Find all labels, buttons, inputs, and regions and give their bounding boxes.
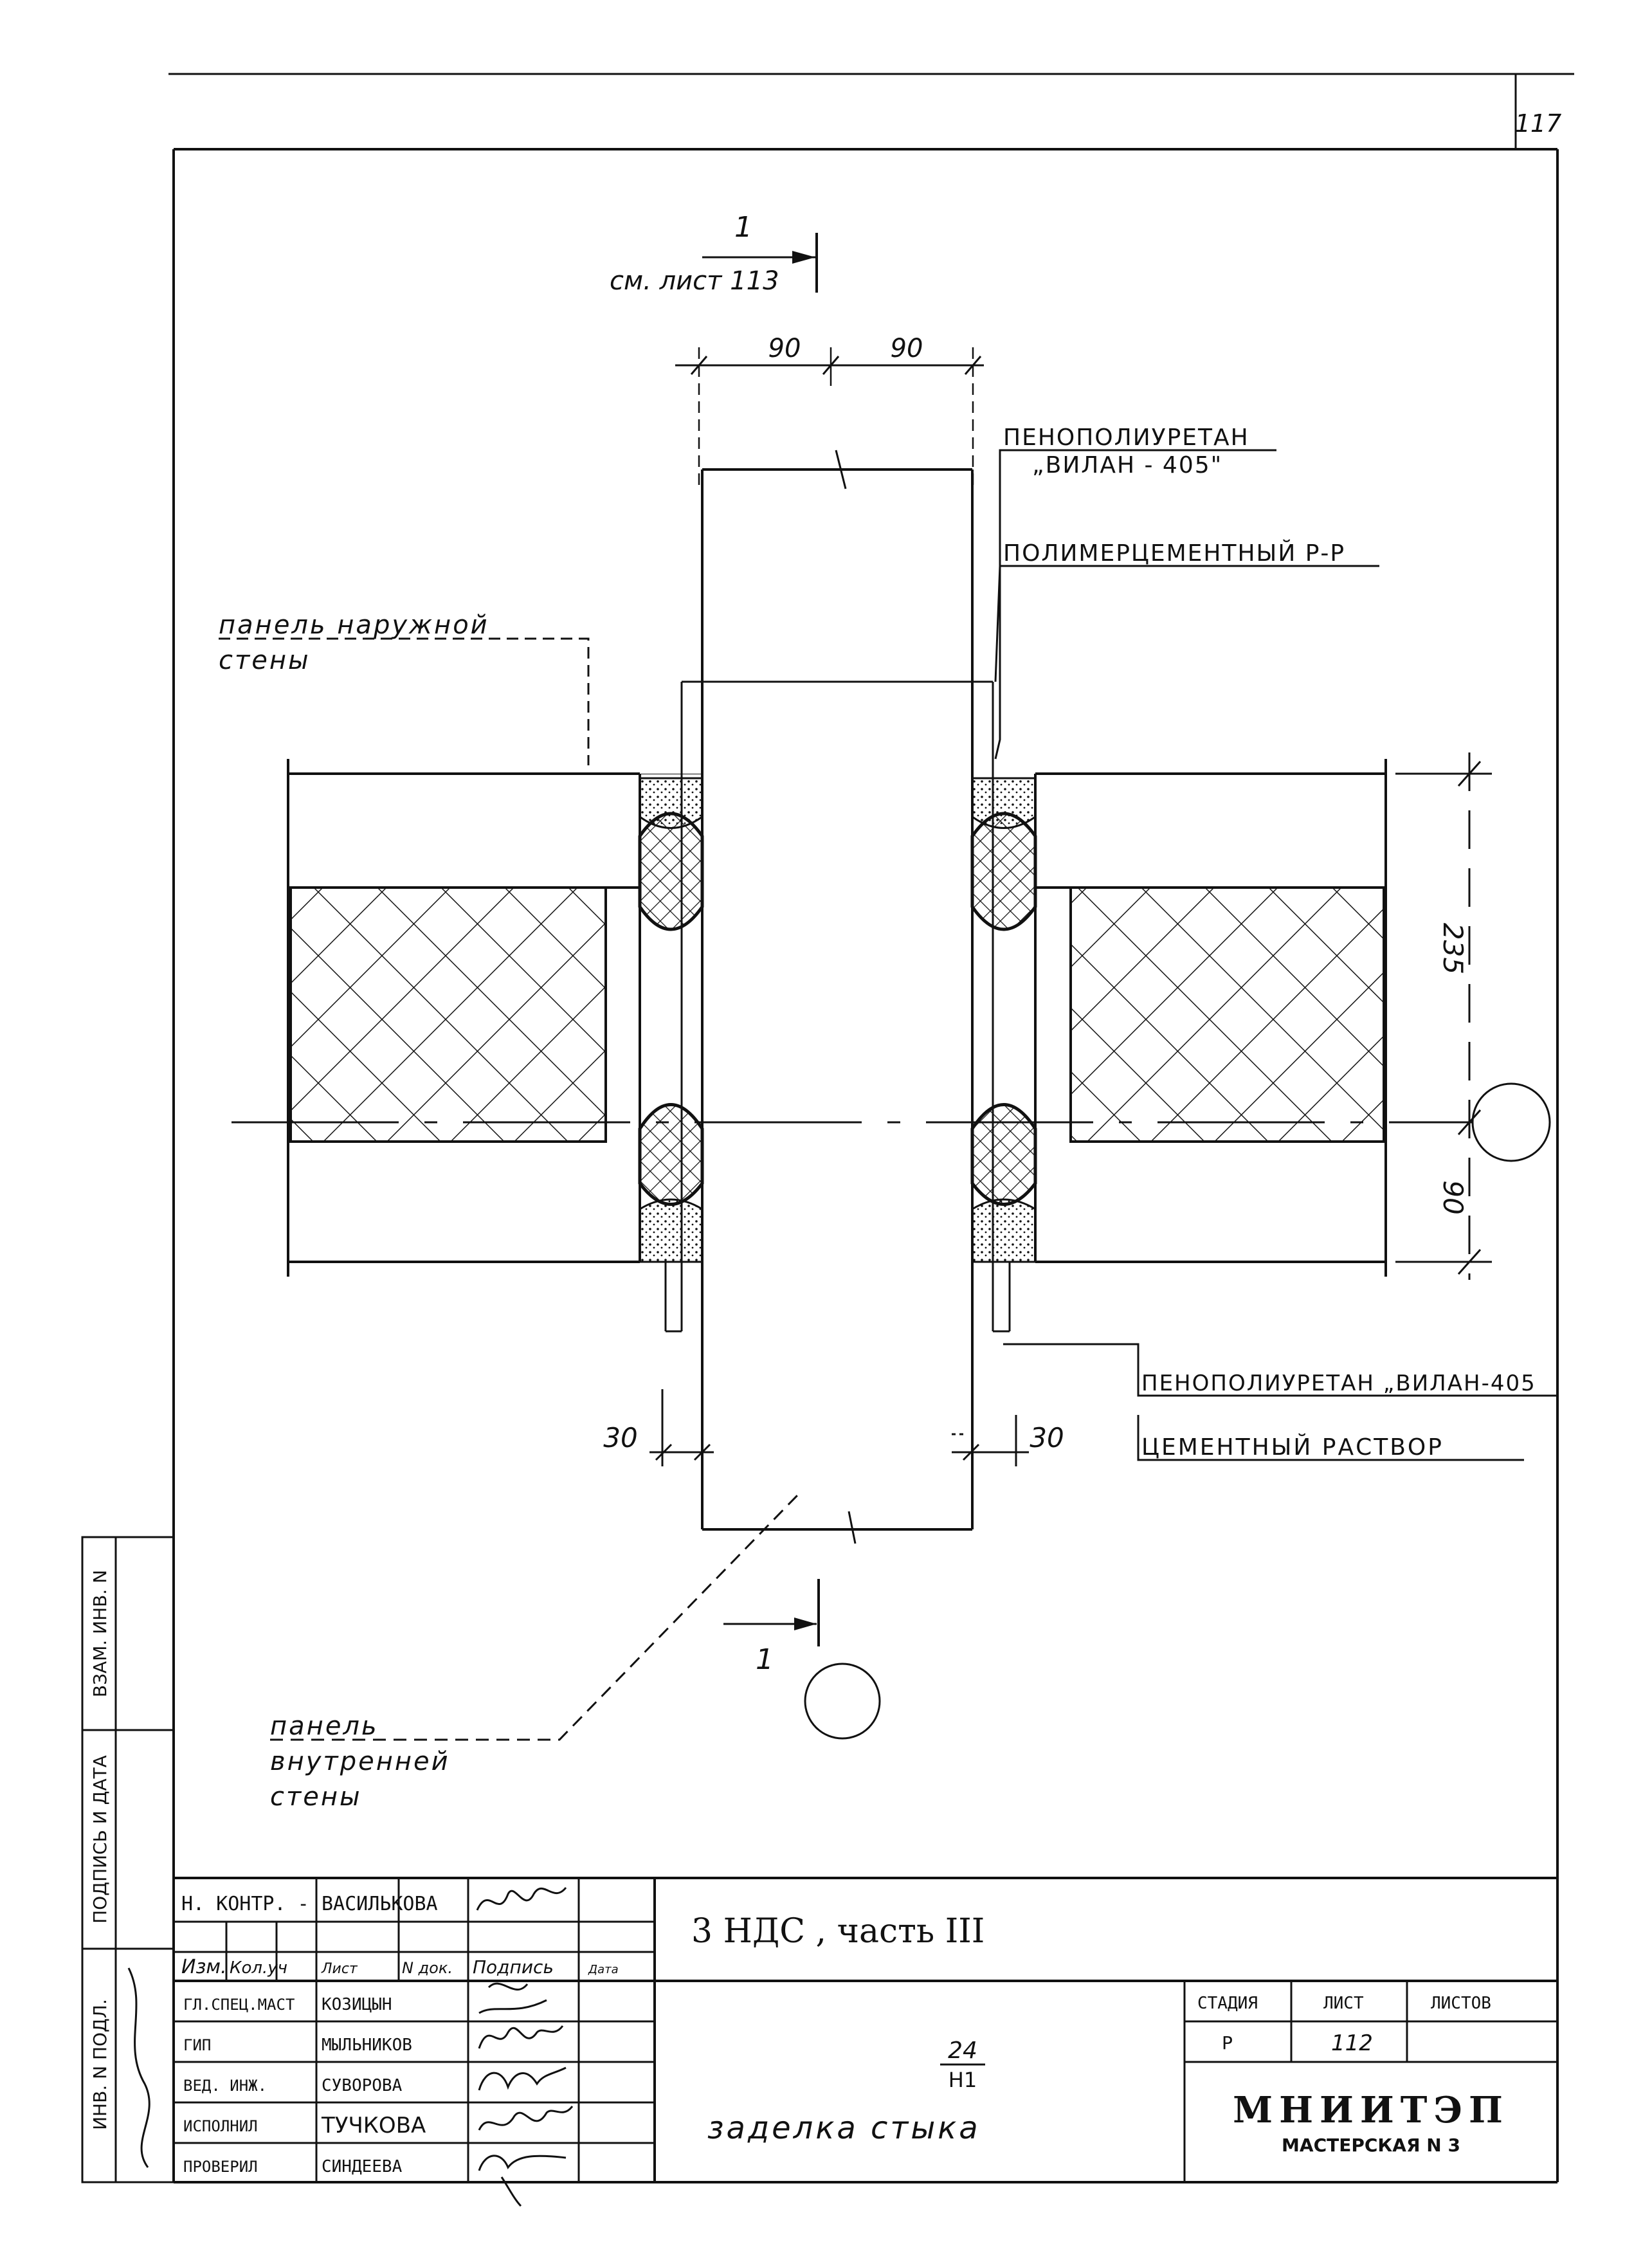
sealant-right — [970, 777, 1037, 1263]
dimension-bottom-gaps — [649, 1389, 1029, 1466]
name-4: СИНДЕЕВА — [322, 2157, 403, 2176]
callout-inner-panel-line2: внутренней — [270, 1747, 450, 1776]
norm-control-role: Н. КОНТР. - — [181, 1893, 309, 1915]
callout-inner-panel-line1: панель — [270, 1711, 379, 1741]
dim-top-right: 90 — [891, 334, 923, 363]
callout-leaders — [219, 449, 1556, 1741]
name-1: МЫЛЬНИКОВ — [322, 2036, 412, 2055]
role-2: ВЕД. ИНЖ. — [183, 2077, 267, 2095]
drawing-code-top: 24 — [948, 2037, 977, 2064]
dim-height-lower: 90 — [1437, 1180, 1469, 1214]
role-0: ГЛ.СПЕЦ.МАСТ — [183, 1996, 295, 2014]
drawing-title: заделка стыка — [707, 2110, 981, 2146]
sheets-label: ЛИСТОВ — [1431, 1994, 1491, 2013]
name-3: ТУЧКОВА — [321, 2113, 426, 2138]
sheet-number: 117 — [1515, 109, 1562, 138]
outer-panel-left — [287, 759, 641, 1277]
role-4: ПРОВЕРИЛ — [183, 2158, 258, 2176]
col-header-koluch: Кол.уч — [230, 1958, 287, 1978]
col-header-list: Лист — [321, 1961, 358, 1977]
side-stamp — [81, 1536, 175, 2183]
signatures — [478, 1982, 574, 2207]
section-note: см. лист 113 — [610, 266, 779, 296]
callout-foam-bottom: ПЕНОПОЛИУРЕТАН „ВИЛАН-405 — [1141, 1371, 1536, 1396]
signature-norm-control — [476, 1887, 567, 1911]
drawing-code-bottom: Н1 — [949, 2068, 977, 2092]
callout-foam-top-line2: „ВИЛАН - 405" — [1032, 452, 1222, 478]
name-2: СУВОРОВА — [322, 2076, 403, 2095]
norm-control-name: ВАСИЛЬКОВА — [322, 1893, 438, 1915]
callout-foam-top-line1: ПЕНОПОЛИУРЕТАН — [1003, 424, 1249, 451]
stamp-repl-inv: ВЗАМ. ИНВ. N — [89, 1570, 111, 1697]
axis-bubble-bottom — [804, 1663, 881, 1740]
role-1: ГИП — [183, 2036, 211, 2054]
col-header-izm: Изм. — [181, 1956, 227, 1978]
joint-gap — [664, 680, 1011, 1333]
dim-gap-right: 30 — [1030, 1422, 1064, 1454]
section-marker-bottom — [723, 1579, 820, 1646]
org-name: МНИИТЭП — [1233, 2089, 1509, 2131]
role-3: ИСПОЛНИЛ — [183, 2117, 258, 2135]
org-sub: МАСТЕРСКАЯ N 3 — [1282, 2135, 1460, 2156]
col-header-ndok: N док. — [402, 1959, 453, 1977]
col-header-data: Дата — [588, 1963, 619, 1976]
col-header-podpis: Подпись — [473, 1956, 554, 1978]
stage-value: Р — [1222, 2032, 1233, 2054]
section-mark-bottom: 1 — [756, 1643, 774, 1676]
dim-top-left: 90 — [768, 334, 801, 363]
callout-outer-panel-line2: стены — [219, 646, 311, 675]
sheet-value: 112 — [1331, 2030, 1373, 2056]
stamp-inv-orig: ИНВ. N ПОДЛ. — [89, 1999, 111, 2130]
callout-polymer-mortar: ПОЛИМЕРЦЕМЕНТНЫЙ Р-Р — [1003, 540, 1345, 567]
callout-cement-mortar: ЦЕМЕНТНЫЙ РАСТВОР — [1141, 1434, 1444, 1461]
stamp-sign-date: ПОДПИСЬ И ДАТА — [89, 1755, 111, 1924]
name-0: КОЗИЦЫН — [322, 1995, 392, 2014]
project-title: 3 НДС , часть III — [691, 1912, 985, 1951]
dim-gap-left: 30 — [603, 1422, 637, 1454]
sheet-label: ЛИСТ — [1323, 1994, 1364, 2013]
section-marker-top — [702, 233, 818, 293]
section-mark-top: 1 — [734, 211, 752, 244]
stage-label: СТАДИЯ — [1197, 1994, 1258, 2013]
title-block — [174, 1877, 1557, 2182]
outer-panel-right — [1034, 759, 1387, 1277]
inner-panel-body — [701, 450, 974, 1544]
dimension-top — [675, 347, 984, 489]
axis-bubble-right — [1471, 1082, 1551, 1162]
sealant-left — [638, 774, 704, 1263]
callout-outer-panel-line1: панель наружной — [219, 610, 489, 640]
dim-height-upper: 235 — [1437, 923, 1469, 974]
callout-inner-panel-line3: стены — [270, 1782, 362, 1812]
dimension-right — [1395, 752, 1492, 1280]
